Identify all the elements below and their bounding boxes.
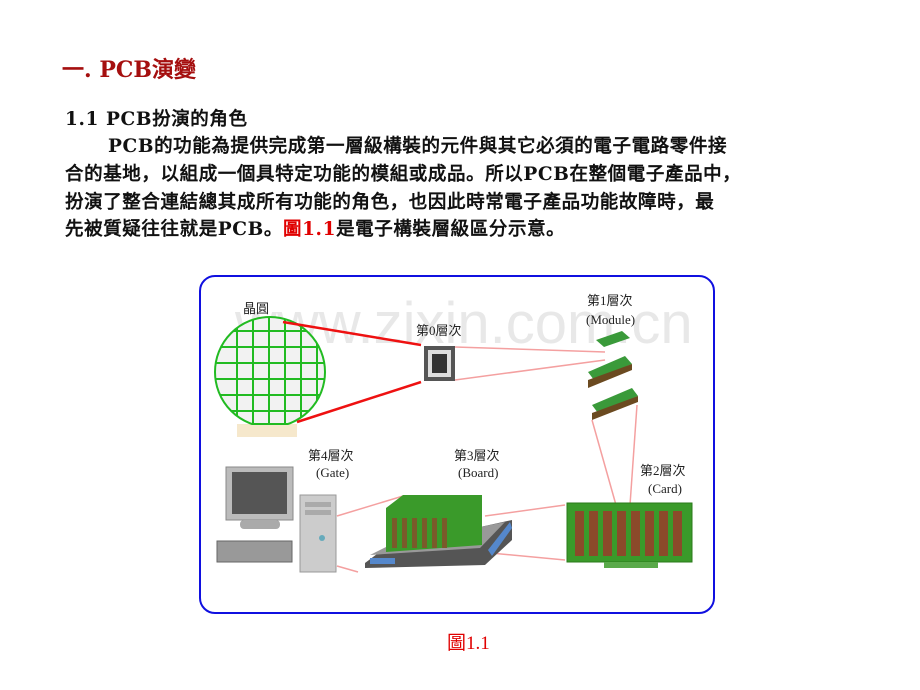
level2-label: 第2層次 [640, 463, 686, 478]
level4-label: 第4層次 [308, 448, 354, 463]
level0-label: 第0層次 [416, 323, 462, 338]
section-title: 1.1 PCB扮演的角色 [65, 109, 248, 130]
level3-label: 第3層次 [454, 448, 500, 463]
level1-en-label: (Module) [586, 312, 636, 327]
board-icon [365, 495, 512, 568]
figure-reference-link: 圖1.1 [282, 219, 337, 240]
paragraph-line: 扮演了整合連結總其成所有功能的角色，也因此時常電子產品功能故障時，最 [65, 192, 715, 213]
paragraph-text: 是電子構裝層級區分示意。 [336, 219, 566, 240]
computer-icon [216, 466, 337, 573]
module-icon [588, 331, 638, 420]
chip-icon [424, 346, 455, 381]
level4-en-label: (Gate) [316, 465, 350, 480]
wafer-icon [210, 316, 330, 445]
level1-label: 第1層次 [587, 293, 633, 308]
card-icon [566, 502, 693, 568]
wafer-label: 晶圓 [243, 301, 270, 316]
figure-caption: 圖1.1 [447, 633, 490, 654]
level2-en-label: (Card) [648, 481, 682, 496]
level3-en-label: (Board) [458, 465, 499, 480]
page-title: 一. PCB演變 [62, 57, 196, 83]
paragraph-line: 合的基地，以組成一個具特定功能的模組或成品。所以PCB在整個電子產品中， [65, 164, 742, 185]
paragraph-text: 先被質疑往往就是PCB。 [65, 219, 283, 240]
paragraph-line: 先被質疑往往就是PCB。圖1.1是電子構裝層級區分示意。 [65, 215, 565, 241]
paragraph-line: PCB的功能為提供完成第一層級構裝的元件與其它必須的電子電路零件接 [108, 136, 728, 157]
